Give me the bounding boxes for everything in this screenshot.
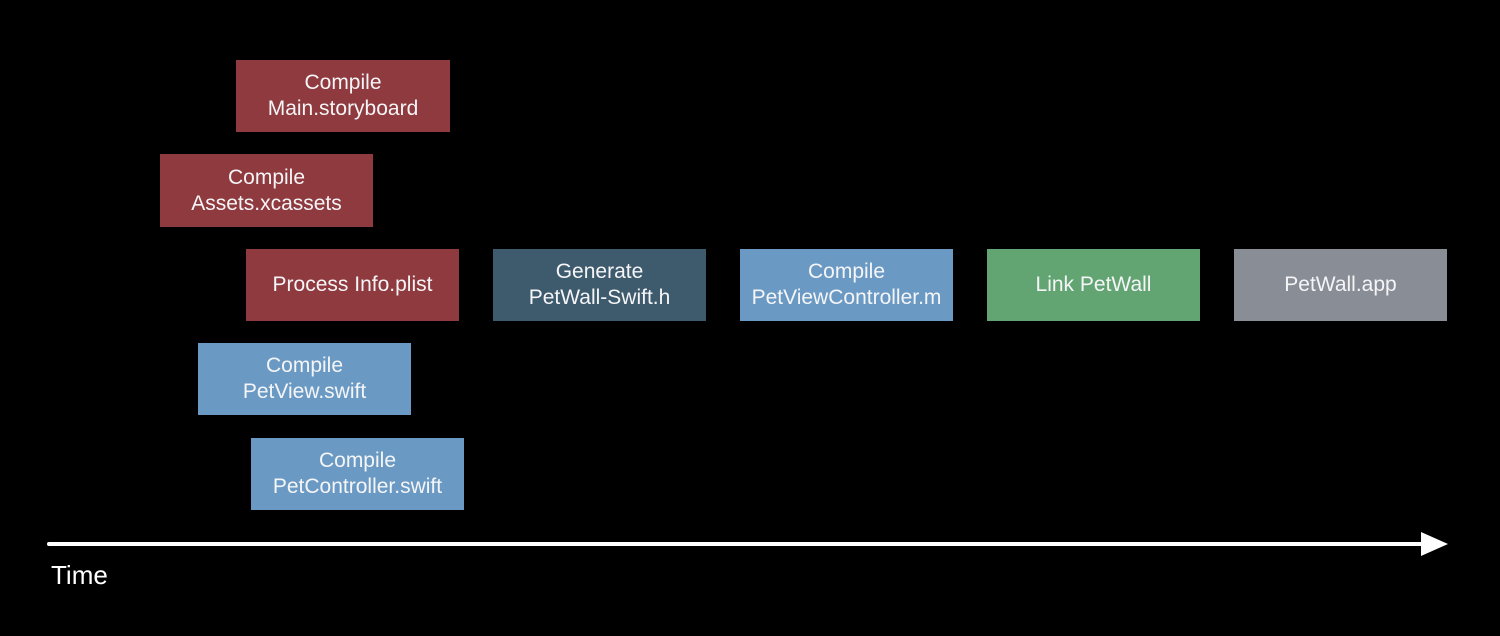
task-box-compile-petview-swift: Compile PetView.swift xyxy=(198,343,411,415)
task-box-compile-petviewcontroller-m: Compile PetViewController.m xyxy=(740,249,953,321)
task-box-compile-assets-xcassets: Compile Assets.xcassets xyxy=(160,154,373,227)
task-box-compile-petcontroller-swift: Compile PetController.swift xyxy=(251,438,464,510)
time-axis-arrowhead-icon xyxy=(1421,532,1448,556)
task-box-compile-main-storyboard: Compile Main.storyboard xyxy=(236,60,450,132)
task-box-generate-petwall-swift-h: Generate PetWall-Swift.h xyxy=(493,249,706,321)
time-axis-line xyxy=(47,542,1427,546)
task-box-process-info-plist: Process Info.plist xyxy=(246,249,459,321)
task-box-petwall-app: PetWall.app xyxy=(1234,249,1447,321)
task-box-link-petwall: Link PetWall xyxy=(987,249,1200,321)
time-axis-label: Time xyxy=(51,560,108,590)
